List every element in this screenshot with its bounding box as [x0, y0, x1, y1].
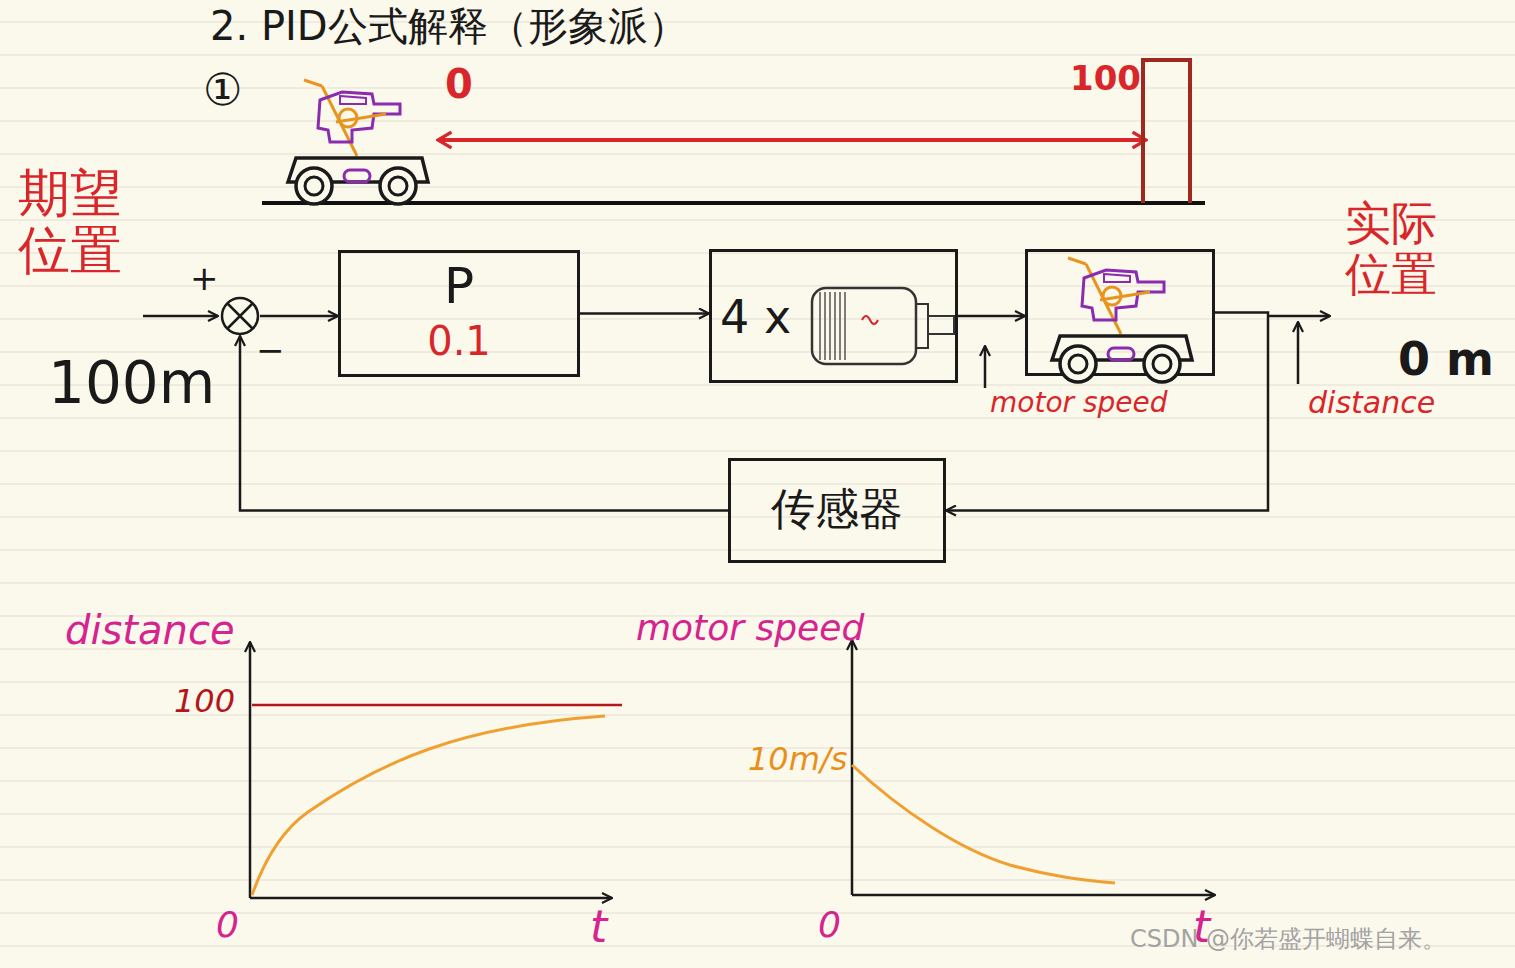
distance-arrow — [438, 138, 1146, 142]
signal-wire — [260, 315, 338, 318]
sensor-name: 传感器 — [731, 485, 943, 533]
output-wire — [1268, 315, 1330, 318]
motor-count: 4 x — [720, 292, 791, 343]
sensor-box: 传感器 — [728, 458, 946, 563]
motor-symbol — [812, 288, 954, 364]
motor-box: 4 x — [709, 249, 958, 383]
end-mark: 100 — [1070, 60, 1141, 97]
axis-origin: 0 — [818, 905, 841, 945]
page-title: 2. PID公式解释（形象派） — [210, 4, 688, 48]
p-gain-box: P 0.1 — [338, 250, 580, 377]
robot-car — [1052, 258, 1192, 382]
pointer-arrow — [1297, 322, 1300, 384]
summing-junction-drawing — [220, 296, 260, 336]
speed-chart — [852, 640, 1215, 895]
signal-wire — [946, 313, 1268, 511]
watermark: CSDN @你若盛开蝴蝶自来。 — [1130, 926, 1446, 952]
wall — [1143, 60, 1190, 203]
signal-wire — [958, 315, 1025, 318]
signal-wire — [580, 312, 709, 315]
distance-chart — [250, 642, 622, 898]
axis-origin: 0 — [216, 905, 239, 945]
signal-name: motor speed — [990, 388, 1168, 419]
setpoint-label: 期望位置 — [18, 165, 125, 279]
axis-tick: 100 — [174, 684, 235, 719]
start-mark: 0 — [445, 62, 473, 106]
ruled-lines — [0, 22, 1515, 946]
axis-title: distance — [65, 608, 235, 652]
gain-name: P — [341, 259, 577, 314]
pointer-arrow — [984, 346, 987, 388]
plus-sign: + — [190, 260, 219, 297]
axis-tick: 10m/s — [748, 742, 847, 777]
summing-junction: +− — [220, 296, 260, 336]
output-value: 0 m — [1398, 334, 1494, 385]
signal-name: distance — [1308, 386, 1435, 419]
step-number: ① — [203, 66, 242, 114]
setpoint-value: 100m — [48, 352, 215, 416]
gain-value: 0.1 — [341, 319, 577, 363]
minus-sign: − — [256, 332, 285, 369]
robot-box-drawing — [1028, 252, 1218, 379]
output-label: 实际位置 — [1345, 198, 1439, 299]
robot-car — [288, 80, 428, 204]
axis-title: motor speed — [636, 608, 864, 648]
robot-box — [1025, 249, 1215, 376]
input-wire — [143, 315, 218, 318]
axis-title: t — [590, 903, 607, 951]
